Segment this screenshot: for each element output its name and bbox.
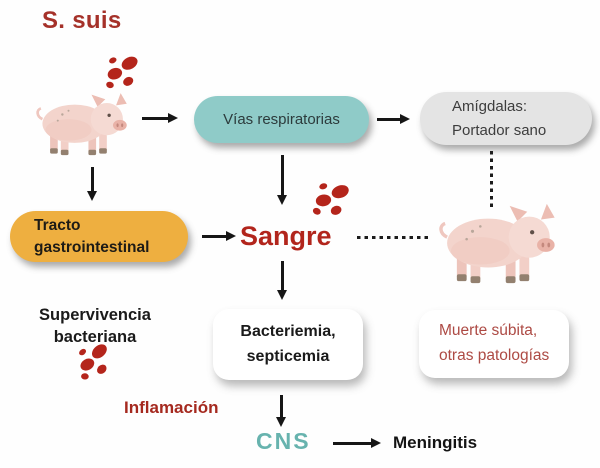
node-muerte-subita: Muerte súbita, otras patologías (419, 310, 569, 378)
label-supervivencia-bacteriana: Supervivencia bacteriana (25, 304, 165, 349)
bacteria-icon (311, 179, 353, 220)
label-sangre: Sangre (240, 221, 332, 251)
arrow-cns-to-meningitis (333, 438, 381, 448)
node-bacteriemia-septicemia: Bacteriemia, septicemia (213, 309, 363, 380)
amigdalas-line1: Amígdalas: (452, 98, 528, 116)
label-inflamacion: Inflamación (124, 398, 219, 417)
arrow-pig-to-vias (142, 113, 178, 123)
pig-icon (439, 202, 557, 285)
vias-label: Vías respiratorias (223, 111, 340, 128)
arrow-sangre-to-bacteriemia (277, 261, 287, 300)
supervivencia-line1: Supervivencia (39, 306, 151, 324)
arrow-vias-to-amigdalas (377, 114, 410, 124)
pig-icon (36, 91, 129, 157)
node-tracto-gastrointestinal: Tracto gastrointestinal (10, 211, 188, 262)
node-vias-respiratorias: Vías respiratorias (194, 96, 369, 143)
bacteria-icon (105, 54, 140, 89)
tracto-line2: gastrointestinal (34, 238, 150, 256)
muerte-line2: otras patologías (439, 347, 550, 364)
tracto-line1: Tracto (34, 216, 81, 234)
bacteriemia-line2: septicemia (246, 347, 330, 365)
page-title: S. suis (42, 7, 122, 34)
amigdalas-line2: Portador sano (452, 121, 547, 139)
muerte-line1: Muerte súbita, (439, 322, 538, 340)
arrow-bacteriemia-to-cns (276, 395, 286, 427)
dotted-line-amigdalas-to-pig (490, 151, 493, 211)
arrow-tracto-to-sangre (202, 231, 236, 241)
dotted-line-sangre-to-pig (357, 236, 429, 239)
label-meningitis: Meningitis (393, 433, 478, 452)
arrow-vias-to-sangre (277, 155, 287, 205)
label-cns: CNS (256, 428, 311, 454)
node-amigdalas-portador-sano: Amígdalas: Portador sano (420, 92, 592, 145)
bacteriemia-line1: Bacteriemia, (240, 322, 336, 340)
arrow-pig-to-tracto (87, 167, 97, 201)
supervivencia-line2: bacteriana (53, 328, 137, 347)
